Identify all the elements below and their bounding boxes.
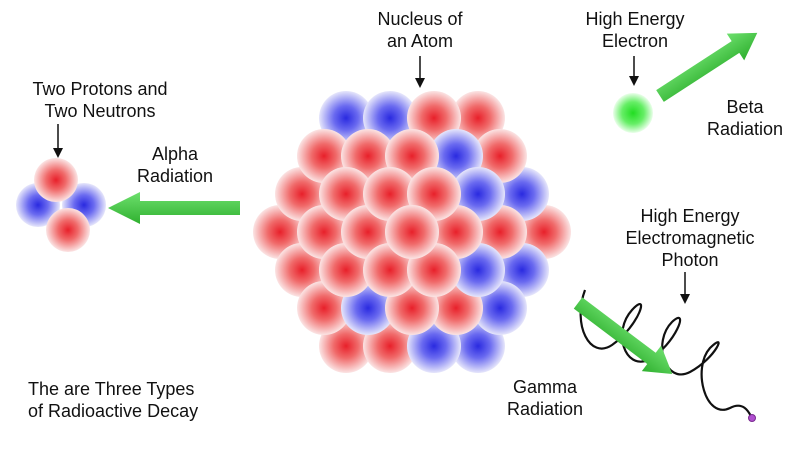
- proton: [34, 158, 78, 202]
- atom-nucleus: [253, 91, 571, 373]
- photon-pointer-arrow: [680, 272, 690, 304]
- alpha-radiation-label: Alpha Radiation: [120, 143, 230, 187]
- beta-radiation-label-line-1: Beta: [726, 97, 764, 117]
- protons-neutrons-label-line-2: Two Neutrons: [44, 101, 156, 121]
- caption: The are Three Types of Radioactive Decay: [28, 378, 268, 422]
- beta-arrow: [656, 32, 758, 102]
- nucleus-label: Nucleus of an Atom: [350, 8, 490, 52]
- beta-radiation-label-line-2: Radiation: [706, 119, 784, 139]
- high-energy-electron-label-line-2: Electron: [601, 31, 669, 51]
- gamma-arrow: [573, 297, 673, 375]
- high-energy-electron-label-line-1: High Energy: [585, 9, 685, 29]
- photon-label-line-3: Photon: [661, 250, 719, 270]
- gamma-wave: [579, 289, 753, 419]
- gamma-radiation-label-line-1: Gamma: [512, 377, 577, 397]
- nucleus-label-line-1: Nucleus of: [377, 9, 463, 29]
- nucleus-pointer-arrow: [415, 56, 425, 88]
- nucleus-label-line-2: an Atom: [386, 31, 454, 51]
- photon-label-line-1: High Energy: [640, 206, 740, 226]
- beta-radiation-label: Beta Radiation: [690, 96, 800, 140]
- gamma-radiation-label-line-2: Radiation: [506, 399, 584, 419]
- high-energy-electron-label: High Energy Electron: [560, 8, 710, 52]
- electron-pointer-arrow: [629, 56, 639, 86]
- alpha-particle-pointer-arrow: [53, 124, 63, 158]
- protons-neutrons-label-line-1: Two Protons and: [32, 79, 168, 99]
- alpha-particle: [16, 158, 106, 252]
- alpha-radiation-label-line-1: Alpha: [151, 144, 199, 164]
- proton: [385, 205, 439, 259]
- wave-end-point: [748, 414, 756, 422]
- caption-line-2: of Radioactive Decay: [28, 401, 199, 421]
- electron-particle: [613, 93, 653, 133]
- gamma-radiation-label: Gamma Radiation: [490, 376, 600, 420]
- photon-label-line-2: Electromagnetic: [625, 228, 755, 248]
- caption-line-1: The are Three Types: [28, 379, 195, 399]
- proton: [46, 208, 90, 252]
- alpha-arrow: [108, 192, 240, 224]
- alpha-radiation-label-line-2: Radiation: [136, 166, 214, 186]
- photon-label: High Energy Electromagnetic Photon: [600, 205, 780, 271]
- protons-neutrons-label: Two Protons and Two Neutrons: [0, 78, 200, 122]
